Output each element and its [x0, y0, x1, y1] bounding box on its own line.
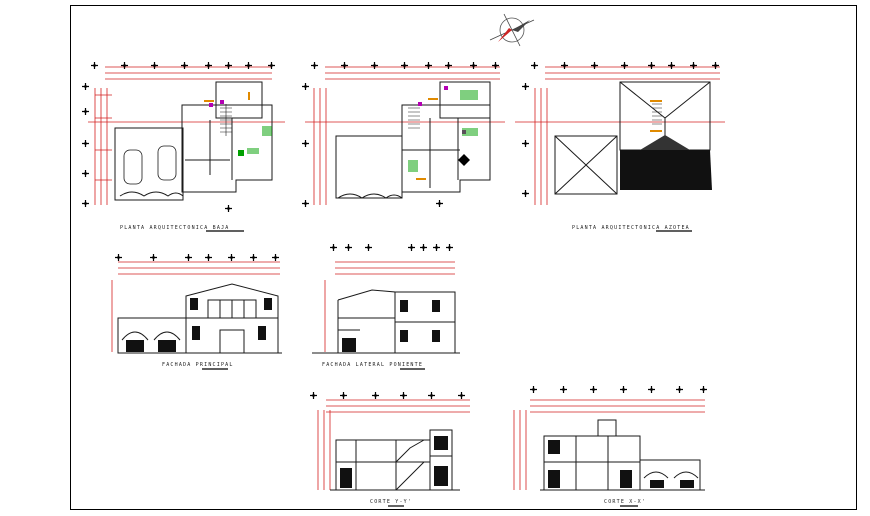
car-icon — [123, 145, 177, 185]
elev-side: FACHADA LATERAL PONIENTE — [312, 244, 460, 370]
drawing-title-section-yy: CORTE Y-Y' — [370, 499, 412, 505]
drawing-title-section-xx: CORTE X-X' — [604, 499, 646, 505]
section-yy: CORTE Y-Y' — [310, 392, 470, 507]
sheet-frame — [70, 5, 857, 510]
section-xx: CORTE X-X' — [513, 386, 707, 507]
plan-upper — [302, 62, 505, 207]
elev-front: FACHADA PRINCIPAL — [111, 254, 282, 370]
plan-ground: PLANTA ARQUITECTONICA BAJA — [82, 62, 285, 232]
north-arrow-icon — [489, 13, 535, 47]
drawing-title-plan-roof: PLANTA ARQUITECTONICA AZOTEA — [572, 225, 690, 231]
drawing-title-elev-front: FACHADA PRINCIPAL — [162, 362, 234, 368]
drawing-title-elev-side: FACHADA LATERAL PONIENTE — [322, 362, 423, 368]
plan-roof: PLANTA ARQUITECTONICA AZOTEA — [515, 62, 725, 232]
drawing-title-plan-ground: PLANTA ARQUITECTONICA BAJA — [120, 225, 229, 231]
